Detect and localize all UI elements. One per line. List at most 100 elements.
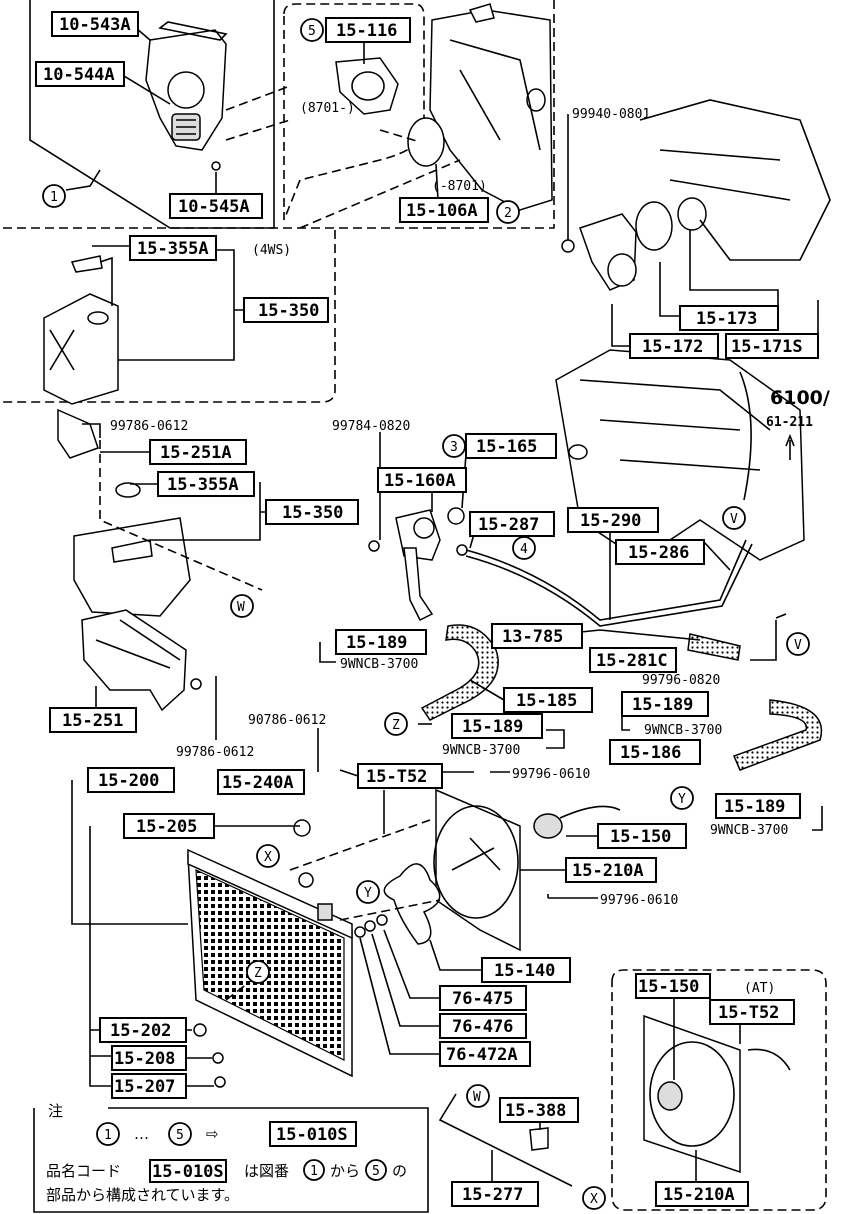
svg-text:13-785: 13-785 <box>502 627 563 647</box>
label-15-173: 15-173 <box>679 305 779 331</box>
callout-3: 3 <box>442 434 466 458</box>
label-15-189-a: 15-189 <box>335 629 427 655</box>
callout-1: 1 <box>42 184 66 208</box>
note-inline-part: 15-010S <box>149 1159 227 1183</box>
svg-text:…: … <box>134 1125 149 1143</box>
svg-text:99786-0612: 99786-0612 <box>110 419 188 434</box>
svg-text:9WNCB-3700: 9WNCB-3700 <box>442 743 520 758</box>
callout-x-2: X <box>582 1186 606 1210</box>
water-pump-illustration <box>145 21 228 171</box>
svg-text:X: X <box>590 1192 598 1207</box>
svg-text:15-189: 15-189 <box>462 717 523 737</box>
label-76-472A: 76-472A <box>439 1041 531 1067</box>
lower-hose-illustration <box>732 699 823 771</box>
svg-text:76-476: 76-476 <box>452 1017 513 1037</box>
svg-text:15-160A: 15-160A <box>384 471 456 491</box>
svg-text:Y: Y <box>678 792 686 807</box>
bracket-illustration <box>81 609 202 712</box>
callout-v-2: V <box>786 632 810 656</box>
callout-w: W <box>230 594 254 618</box>
label-15-189-b: 15-189 <box>451 713 543 739</box>
svg-text:15-277: 15-277 <box>462 1185 523 1205</box>
label-15-281C: 15-281C <box>589 647 677 673</box>
svg-text:5: 5 <box>308 24 316 39</box>
callout-y: Y <box>670 786 694 810</box>
svg-text:99940-0801: 99940-0801 <box>572 107 650 122</box>
svg-text:15-290: 15-290 <box>580 511 641 531</box>
label-15-208: 15-208 <box>111 1045 187 1071</box>
svg-text:10-545A: 10-545A <box>178 197 250 217</box>
part-labels: 10-543A 10-544A 10-545A 15-116 15-106A 1… <box>35 11 819 1207</box>
label-15-150-at: 15-150 <box>635 973 711 999</box>
svg-text:2: 2 <box>504 206 512 221</box>
svg-text:1: 1 <box>104 1128 112 1143</box>
svg-text:15-173: 15-173 <box>696 309 757 329</box>
radiator-illustration <box>187 819 353 1088</box>
circled-callouts: 1 5 2 3 4 V V W W Z Z Y Y X X <box>42 18 810 1210</box>
svg-text:V: V <box>794 638 802 653</box>
svg-text:15-350: 15-350 <box>258 301 319 321</box>
label-13-785: 13-785 <box>491 623 583 649</box>
svg-text:99796-0610: 99796-0610 <box>600 893 678 908</box>
thermostat-housing-illustration <box>368 444 588 561</box>
svg-text:15-287: 15-287 <box>478 515 539 535</box>
svg-text:9WNCB-3700: 9WNCB-3700 <box>710 823 788 838</box>
label-76-476: 76-476 <box>439 1013 527 1039</box>
reservoir-tank-top-illustration <box>43 255 119 405</box>
svg-text:76-472A: 76-472A <box>446 1045 518 1065</box>
svg-text:15-207: 15-207 <box>114 1077 175 1097</box>
svg-text:は図番: は図番 <box>244 1162 289 1180</box>
label-15-350-top: 15-350 <box>243 297 329 323</box>
note-set-part: 15-010S <box>269 1121 357 1147</box>
gasket-illustration <box>335 57 399 115</box>
label-15-186: 15-186 <box>609 739 701 765</box>
svg-text:9WNCB-3700: 9WNCB-3700 <box>340 657 418 672</box>
inset-borders <box>0 0 827 1213</box>
bypass-pipe-illustration <box>465 539 753 661</box>
svg-text:(8701-): (8701-) <box>300 101 355 116</box>
svg-text:15-T52: 15-T52 <box>718 1003 779 1023</box>
svg-text:15-355A: 15-355A <box>167 475 239 495</box>
svg-text:W: W <box>473 1090 481 1105</box>
svg-text:15-186: 15-186 <box>620 743 681 763</box>
svg-text:15-010S: 15-010S <box>276 1125 348 1145</box>
label-15-T52-at: 15-T52 <box>709 999 795 1025</box>
svg-text:15-189: 15-189 <box>346 633 407 653</box>
label-15-140: 15-140 <box>481 957 571 983</box>
callout-w-2: W <box>466 1084 490 1108</box>
label-15-355A: 15-355A <box>157 471 255 497</box>
svg-text:15-150: 15-150 <box>610 827 671 847</box>
engine-block-top-illustration <box>407 3 553 211</box>
svg-text:9WNCB-3700: 9WNCB-3700 <box>644 723 722 738</box>
svg-text:6100/: 6100/ <box>770 387 830 409</box>
svg-text:15-106A: 15-106A <box>406 201 478 221</box>
svg-text:15-116: 15-116 <box>336 21 397 41</box>
bolt-numbers: 99940-0801 99786-0612 99784-0820 99796-0… <box>110 101 830 996</box>
svg-text:15-171S: 15-171S <box>731 337 803 357</box>
label-15-251: 15-251 <box>49 707 137 733</box>
svg-text:15-210A: 15-210A <box>663 1185 735 1205</box>
label-15-165: 15-165 <box>465 433 557 459</box>
svg-text:15-202: 15-202 <box>110 1021 171 1041</box>
label-15-290: 15-290 <box>567 507 659 533</box>
callout-z-2: Z <box>246 960 270 984</box>
label-15-287: 15-287 <box>469 511 555 537</box>
svg-text:Z: Z <box>392 718 400 733</box>
svg-text:15-140: 15-140 <box>494 961 555 981</box>
svg-text:90786-0612: 90786-0612 <box>248 713 326 728</box>
label-15-200: 15-200 <box>87 767 175 793</box>
svg-text:76-475: 76-475 <box>452 989 513 1009</box>
svg-text:15-210A: 15-210A <box>572 861 644 881</box>
upper-hose-illustration <box>403 547 499 721</box>
label-15-185: 15-185 <box>503 687 593 713</box>
label-15-286: 15-286 <box>615 539 705 565</box>
label-10-544A: 10-544A <box>35 61 125 87</box>
svg-text:部品から構成されています。: 部品から構成されています。 <box>46 1186 239 1204</box>
label-15-207: 15-207 <box>111 1073 187 1099</box>
svg-text:15-172: 15-172 <box>642 337 703 357</box>
svg-text:15-150: 15-150 <box>638 977 699 997</box>
svg-text:61-211: 61-211 <box>766 415 813 430</box>
callout-z: Z <box>384 712 408 736</box>
note-box: 注 1 … 5 ⇨ 15-010S 品名コード 15-010S は図番 1 から… <box>46 1102 407 1204</box>
